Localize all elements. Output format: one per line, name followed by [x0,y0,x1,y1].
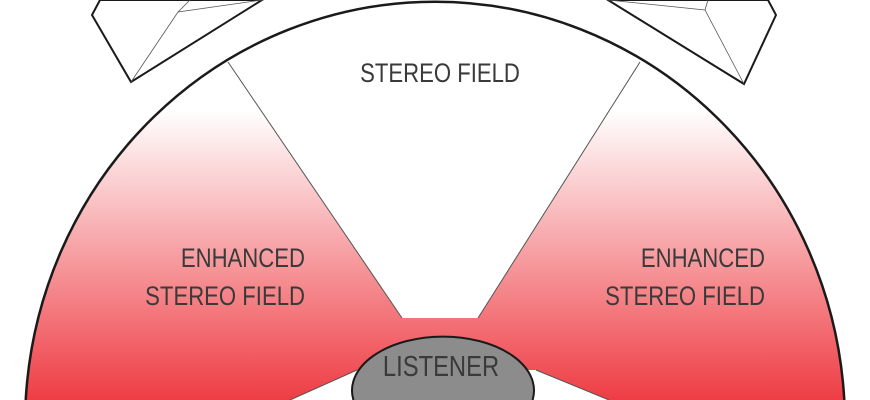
enhanced-left-label-line2: STEREO FIELD [145,282,305,312]
listener-outline [351,335,535,400]
right-boundary-line [477,61,641,319]
field-outline [24,0,846,400]
right-speaker [606,0,778,86]
listener-label: LISTENER [383,350,499,383]
stereo-field-label: STEREO FIELD [360,59,520,89]
left-speaker [90,0,264,84]
enhanced-right-label-line2: STEREO FIELD [605,282,765,312]
enhanced-right-label-line1: ENHANCED [641,244,765,274]
listener-shape [351,336,534,400]
enhanced-left-label-line1: ENHANCED [181,244,305,274]
rear-right-line [535,369,610,400]
stereo-field-zone [186,1,679,318]
rear-left-line [289,369,358,400]
left-boundary-line [227,61,403,319]
